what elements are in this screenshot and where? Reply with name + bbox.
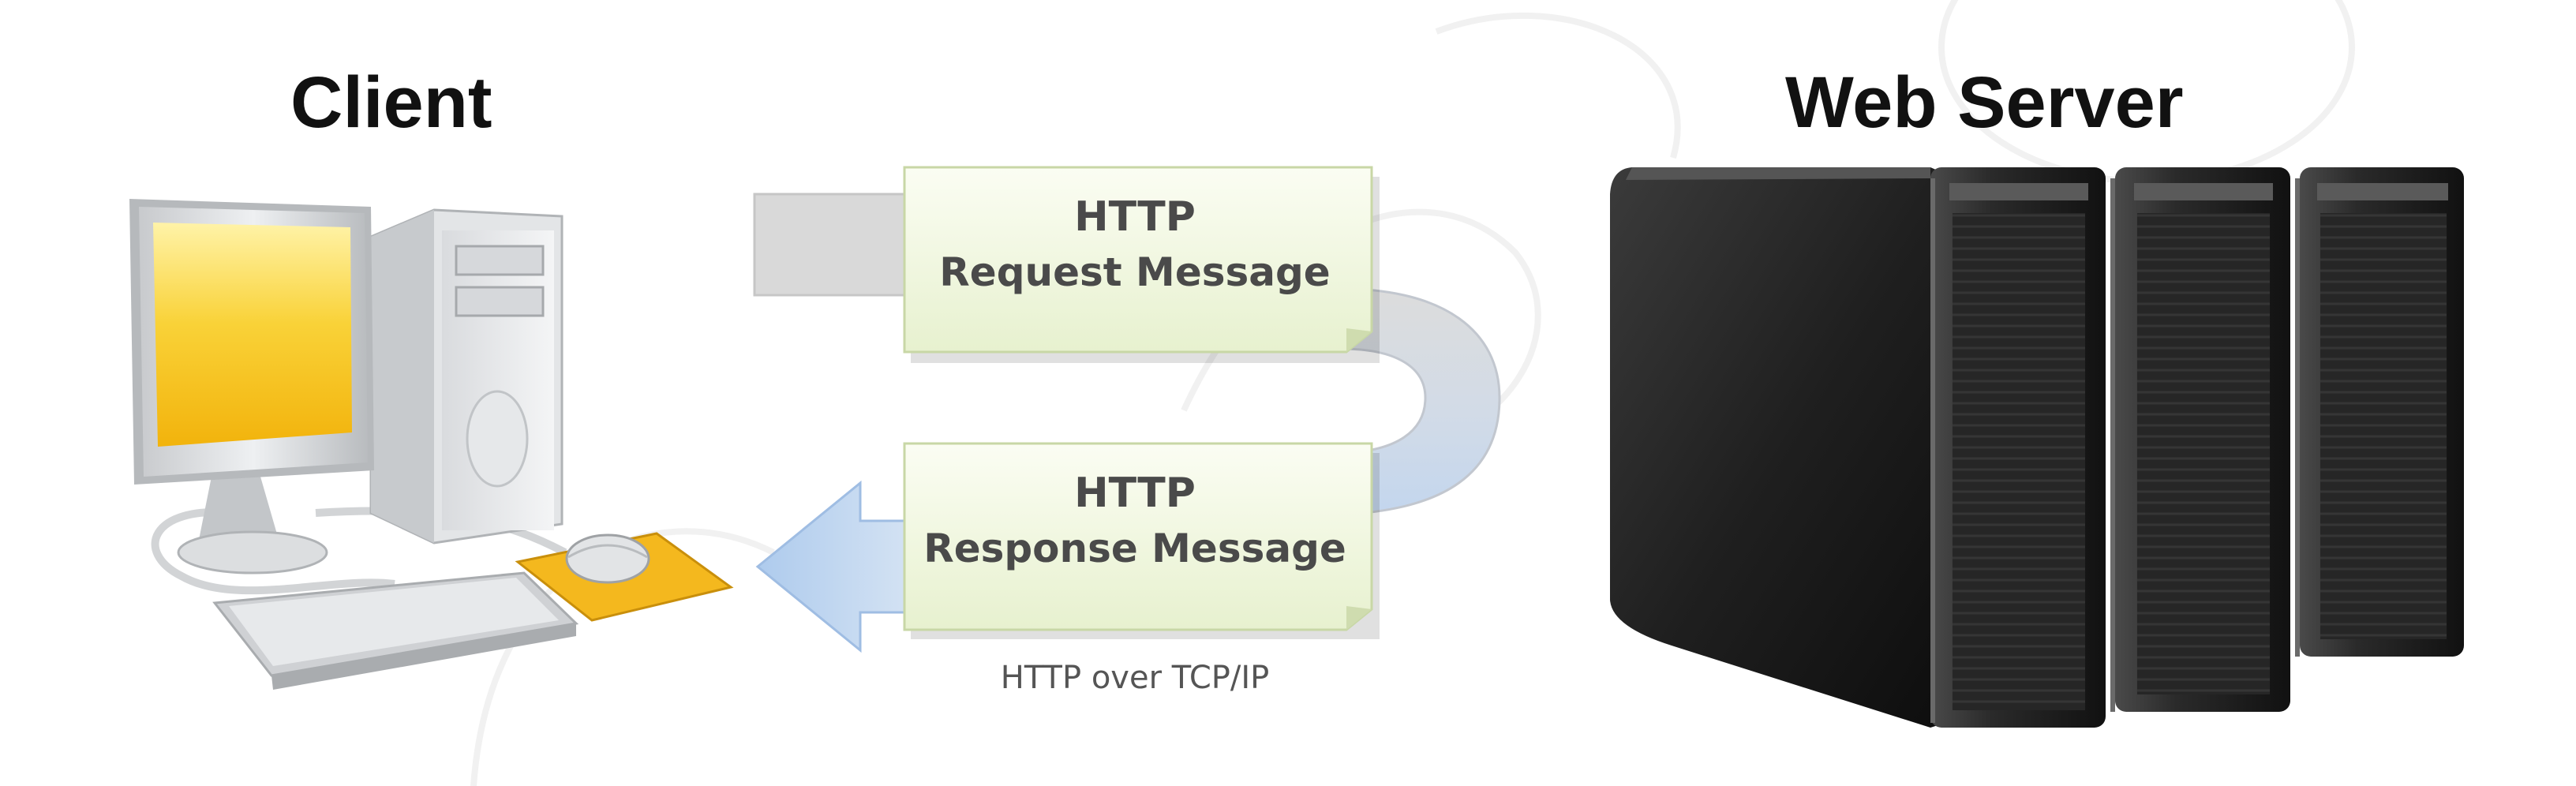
- server-blade: [2300, 167, 2464, 657]
- transport-caption: HTTP over TCP/IP: [1000, 660, 1270, 696]
- web-server-title: Web Server: [1785, 62, 2184, 143]
- server-blade: [2115, 167, 2290, 712]
- response-protocol-text: HTTP: [1074, 470, 1196, 517]
- desktop-computer-icon: [129, 199, 734, 690]
- request-message-text: Request Message: [939, 249, 1331, 295]
- request-message-label: HTTP Request Message: [900, 189, 1370, 300]
- response-message-text: Response Message: [923, 526, 1346, 571]
- server-rack-icon: [1610, 167, 2464, 728]
- request-protocol-text: HTTP: [1074, 193, 1196, 241]
- response-message-box: [903, 442, 1380, 639]
- client-title: Client: [290, 62, 492, 143]
- message-flow: [753, 166, 1501, 653]
- response-message-label: HTTP Response Message: [900, 466, 1370, 576]
- server-blade: [1930, 167, 2106, 728]
- loop-arrow-band: [1340, 287, 1501, 516]
- request-message-box: [903, 166, 1380, 363]
